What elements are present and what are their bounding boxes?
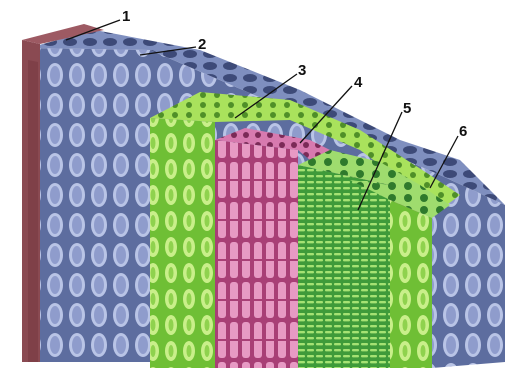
callout-label-5: 5	[403, 101, 411, 116]
callout-label-6: 6	[459, 124, 467, 139]
callout-label-4: 4	[354, 75, 362, 90]
callout-label-2: 2	[198, 37, 206, 52]
inner-sclerenchyma-ring	[390, 200, 432, 368]
callout-label-1: 1	[122, 9, 130, 24]
callout-label-3: 3	[298, 63, 306, 78]
pith-parenchyma	[432, 218, 505, 368]
